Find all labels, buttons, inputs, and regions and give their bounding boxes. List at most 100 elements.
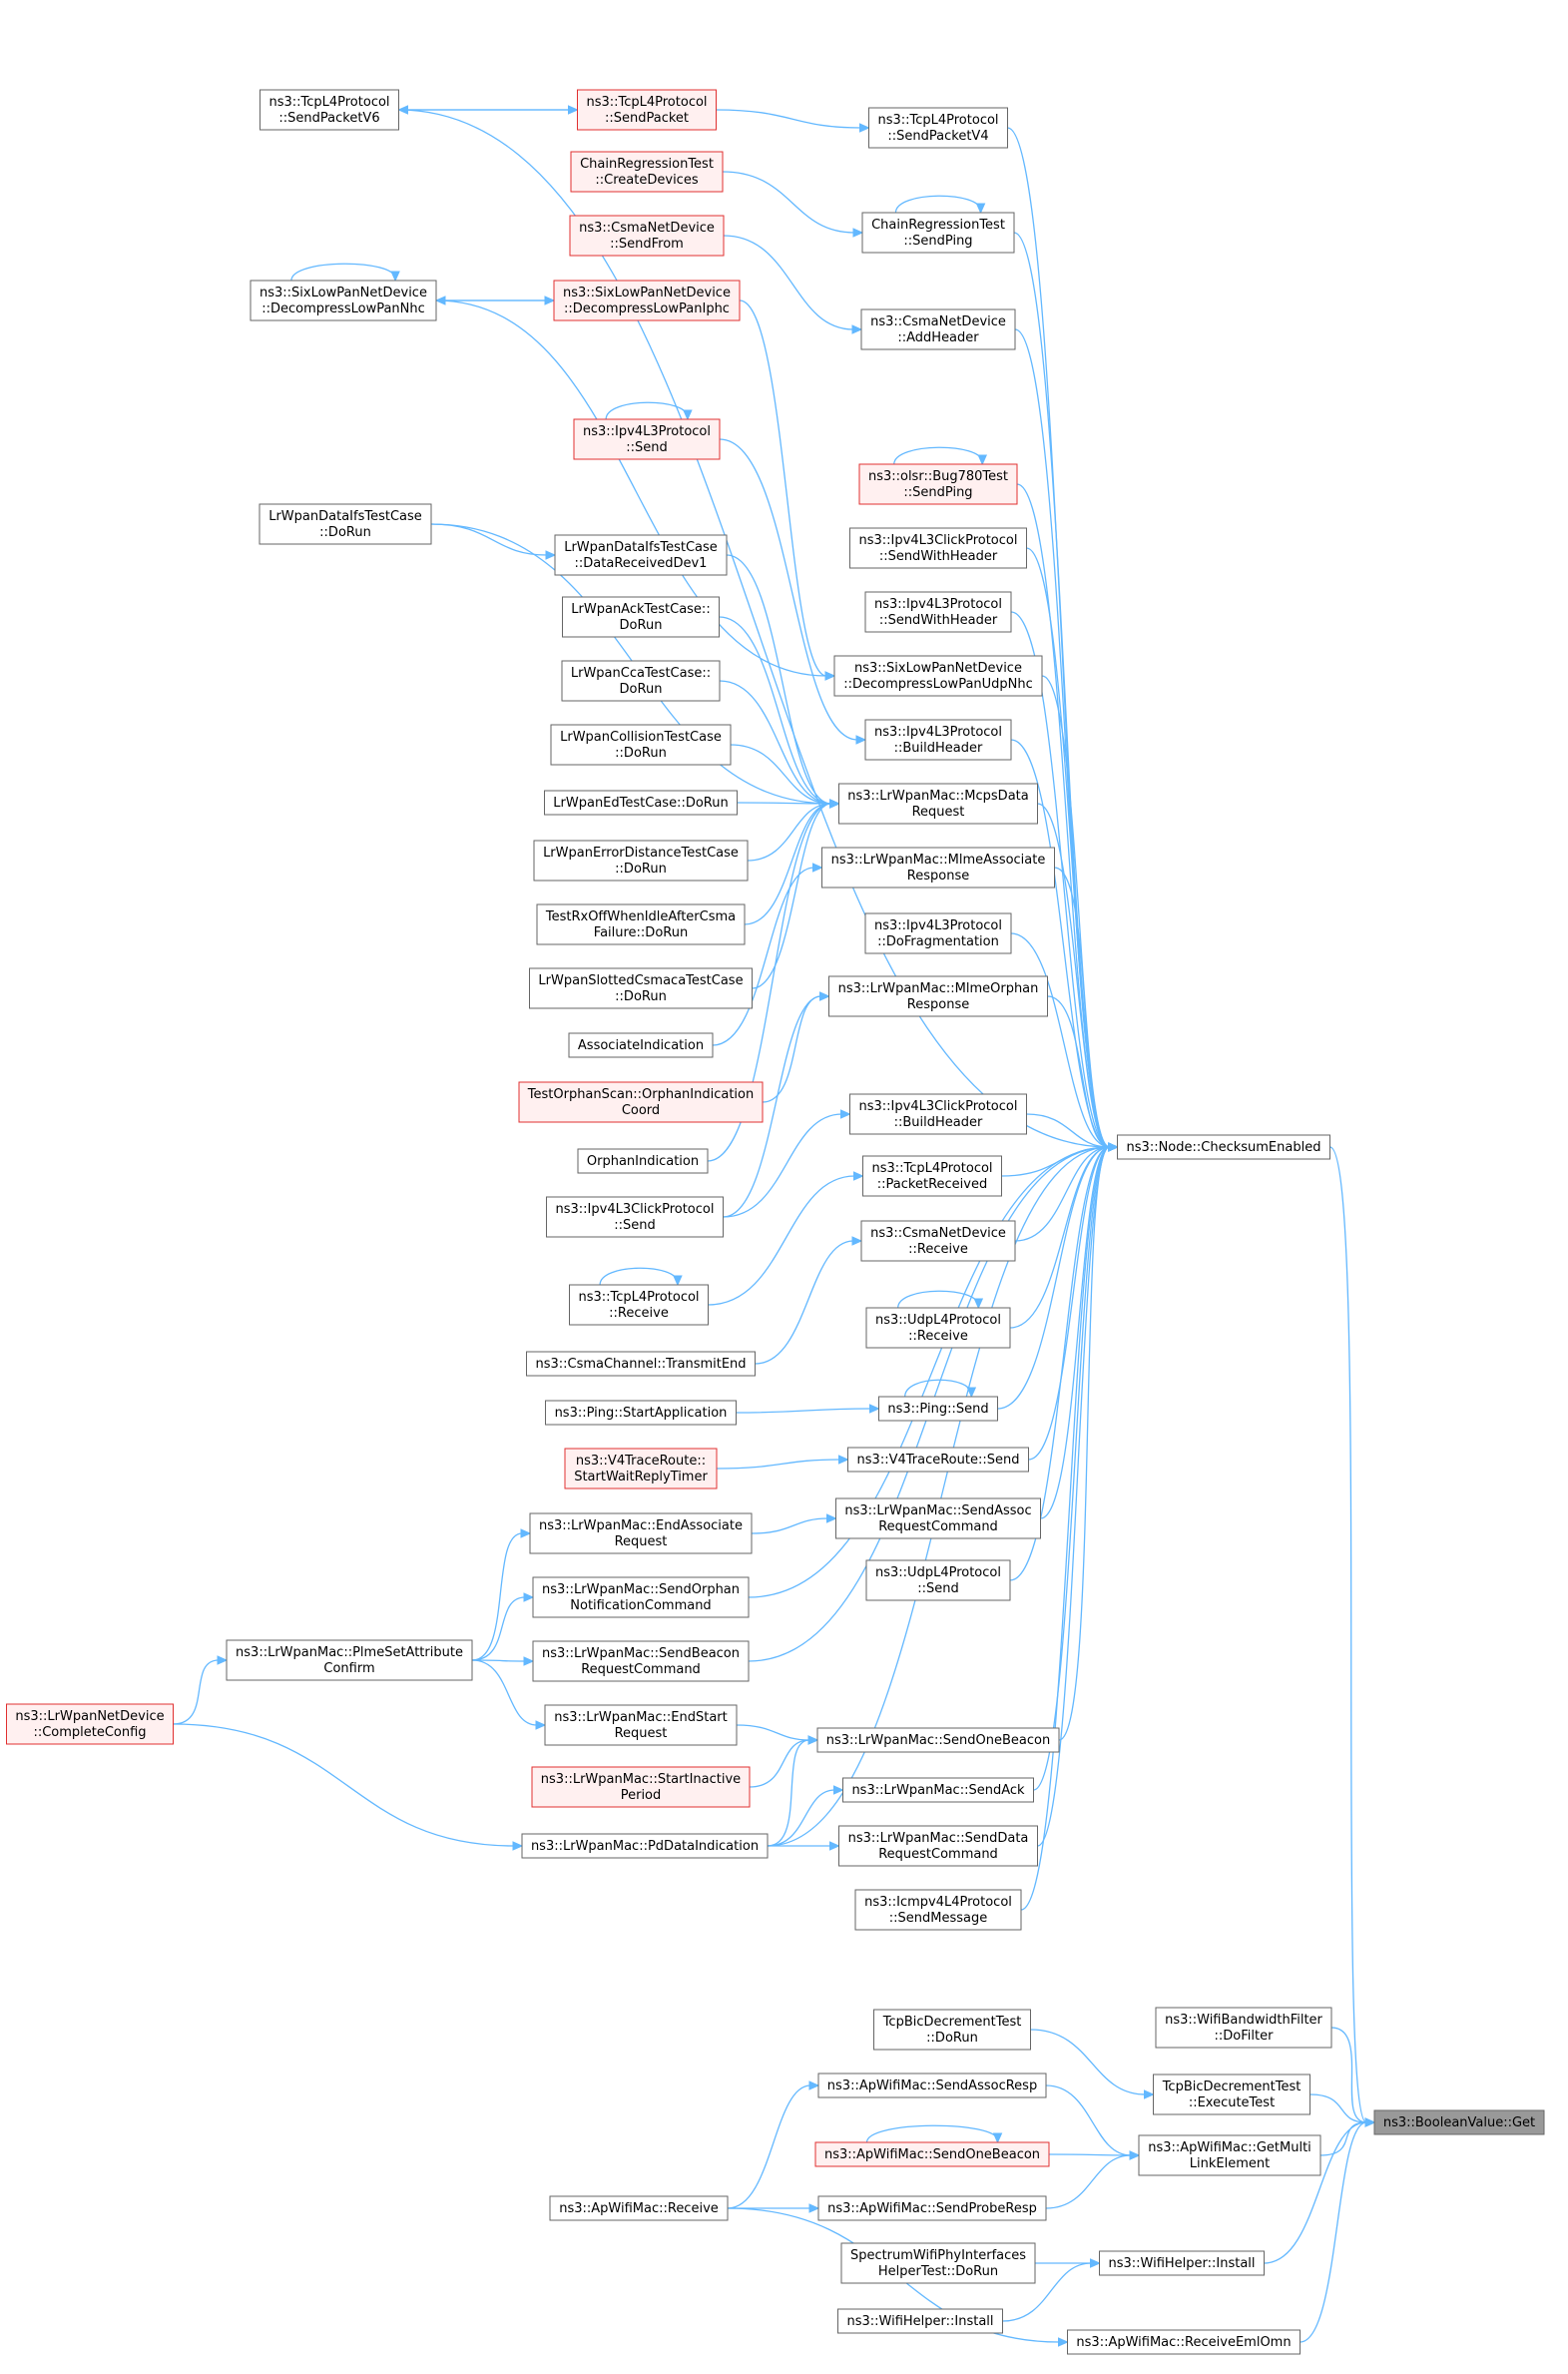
node-ckswh[interactable]: ns3::Ipv4L3ClickProtocol::SendWithHeader xyxy=(849,527,1027,569)
node-csf[interactable]: ns3::CsmaNetDevice::SendFrom xyxy=(569,215,725,257)
node-box xyxy=(838,783,1038,825)
node-label: ns3::V4TraceRoute:: xyxy=(576,1454,706,1469)
node-v4s[interactable]: ns3::V4TraceRoute::Send xyxy=(847,1447,1029,1473)
node-tcprecv[interactable]: ns3::TcpL4Protocol::Receive xyxy=(569,1284,709,1326)
node-v4swr[interactable]: ns3::V4TraceRoute::StartWaitReplyTimer xyxy=(564,1448,718,1489)
node-label: ns3::V4TraceRoute::Send xyxy=(857,1453,1020,1468)
node-assocind[interactable]: AssociateIndication xyxy=(568,1032,714,1058)
node-label: ns3::Ipv4L3ClickProtocol xyxy=(556,1202,715,1217)
node-udprecv[interactable]: ns3::UdpL4Protocol::Receive xyxy=(865,1307,1011,1349)
node-crcd[interactable]: ChainRegressionTest::CreateDevices xyxy=(570,151,724,193)
node-slnhc[interactable]: ns3::SixLowPanNetDevice::DecompressLowPa… xyxy=(250,280,437,321)
node-label: RequestCommand xyxy=(878,1847,998,1862)
node-box xyxy=(259,503,432,545)
node-csrecv[interactable]: ns3::CsmaNetDevice::Receive xyxy=(860,1220,1016,1262)
node-label: ::SendFrom xyxy=(610,237,684,252)
node-cksend[interactable]: ns3::Ipv4L3ClickProtocol::Send xyxy=(546,1196,724,1238)
node-spec[interactable]: SpectrumWifiPhyInterfacesHelperTest::DoR… xyxy=(840,2242,1036,2284)
edge-arrowhead xyxy=(992,2132,1003,2144)
node-apsob[interactable]: ns3::ApWifiMac::SendOneBeacon xyxy=(814,2141,1050,2167)
edge-arrowhead xyxy=(808,2203,820,2213)
node-tbdo[interactable]: TcpBicDecrementTest::DoRun xyxy=(873,2009,1031,2051)
node-lwcc[interactable]: ns3::LrWpanNetDevice::CompleteConfig xyxy=(6,1703,174,1745)
node-aprec[interactable]: ns3::ApWifiMac::Receive xyxy=(549,2195,729,2221)
node-box xyxy=(550,724,732,766)
node-ipfrag[interactable]: ns3::Ipv4L3Protocol::DoFragmentation xyxy=(864,912,1012,954)
node-icmp[interactable]: ns3::Icmpv4L4Protocol::SendMessage xyxy=(854,1889,1022,1931)
node-tcppr[interactable]: ns3::TcpL4Protocol::PacketReceived xyxy=(862,1155,1002,1197)
node-pings[interactable]: ns3::Ping::Send xyxy=(878,1396,998,1422)
node-label: LrWpanCollisionTestCase xyxy=(560,730,722,745)
node-sar[interactable]: ns3::ApWifiMac::SendAssocResp xyxy=(817,2073,1047,2098)
node-lwdtr[interactable]: LrWpanDataIfsTestCase::DoRun xyxy=(259,503,432,545)
node-lwcca[interactable]: LrWpanCcaTestCase::DoRun xyxy=(561,660,721,702)
edge xyxy=(1045,2150,1141,2209)
node-lwsob[interactable]: ns3::LrWpanMac::SendOneBeacon xyxy=(816,1727,1060,1753)
node-lwerr[interactable]: LrWpanErrorDistanceTestCase::DoRun xyxy=(533,840,749,882)
node-bwf[interactable]: ns3::WifiBandwidthFilter::DoFilter xyxy=(1155,2007,1332,2049)
node-label: ns3::WifiHelper::Install xyxy=(1108,2256,1255,2271)
edge xyxy=(893,446,988,466)
node-whi2[interactable]: ns3::WifiHelper::Install xyxy=(837,2308,1003,2334)
node-pingsa[interactable]: ns3::Ping::StartApplication xyxy=(545,1400,737,1426)
node-tcpv6[interactable]: ns3::TcpL4Protocol::SendPacketV6 xyxy=(260,89,399,131)
node-sonc[interactable]: ns3::LrWpanMac::SendOrphanNotificationCo… xyxy=(532,1576,750,1618)
node-ipv4s[interactable]: ns3::Ipv4L3Protocol::Send xyxy=(573,418,721,460)
node-lwslot[interactable]: LrWpanSlottedCsmacaTestCase::DoRun xyxy=(529,967,753,1009)
node-ckbh[interactable]: ns3::Ipv4L3ClickProtocol::BuildHeader xyxy=(849,1093,1027,1135)
node-sliphc[interactable]: ns3::SixLowPanNetDevice::DecompressLowPa… xyxy=(553,280,741,321)
node-label: ns3::LrWpanNetDevice xyxy=(15,1709,164,1724)
node-get[interactable]: ns3::BooleanValue::Get xyxy=(1373,2109,1545,2135)
node-cct[interactable]: ns3::CsmaChannel::TransmitEnd xyxy=(526,1351,756,1377)
node-lwdrd[interactable]: LrWpanDataIfsTestCase::DataReceivedDev1 xyxy=(554,534,728,576)
node-box xyxy=(860,308,1016,350)
edge-arrowhead xyxy=(512,1841,524,1851)
node-crsp[interactable]: ChainRegressionTest::SendPing xyxy=(861,212,1015,254)
node-lwed[interactable]: LrWpanEdTestCase::DoRun xyxy=(544,790,738,816)
node-box xyxy=(868,107,1008,149)
node-csah[interactable]: ns3::CsmaNetDevice::AddHeader xyxy=(860,308,1016,350)
node-box xyxy=(1155,2007,1332,2049)
node-tcpv4[interactable]: ns3::TcpL4Protocol::SendPacketV4 xyxy=(868,107,1008,149)
node-ipbh[interactable]: ns3::Ipv4L3Protocol::BuildHeader xyxy=(864,719,1012,761)
node-tbex[interactable]: TcpBicDecrementTest::ExecuteTest xyxy=(1153,2074,1310,2115)
node-ipswh[interactable]: ns3::Ipv4L3Protocol::SendWithHeader xyxy=(864,591,1012,633)
node-label: ns3::BooleanValue::Get xyxy=(1383,2115,1535,2130)
node-tcpsp[interactable]: ns3::TcpL4Protocol::SendPacket xyxy=(577,89,717,131)
node-slupd[interactable]: ns3::SixLowPanNetDevice::DecompressLowPa… xyxy=(833,655,1043,697)
node-label: SpectrumWifiPhyInterfaces xyxy=(850,2248,1026,2263)
node-cse[interactable]: ns3::Node::ChecksumEnabled xyxy=(1117,1134,1330,1160)
node-lwack[interactable]: LrWpanAckTestCase::DoRun xyxy=(562,596,720,638)
node-udps[interactable]: ns3::UdpL4Protocol::Send xyxy=(865,1559,1011,1601)
node-label: ns3::LrWpanMac::MlmeAssociate xyxy=(831,853,1046,868)
node-label: ::SendPing xyxy=(903,485,972,500)
node-pdi[interactable]: ns3::LrWpanMac::PdDataIndication xyxy=(521,1833,769,1859)
node-spr[interactable]: ns3::ApWifiMac::SendProbeResp xyxy=(817,2195,1047,2221)
edge xyxy=(398,105,579,115)
node-lwcol[interactable]: LrWpanCollisionTestCase::DoRun xyxy=(550,724,732,766)
node-label: ns3::SixLowPanNetDevice xyxy=(260,286,427,300)
node-box xyxy=(577,1148,709,1174)
node-orphind[interactable]: OrphanIndication xyxy=(577,1148,709,1174)
node-box xyxy=(526,1351,756,1377)
node-label: ns3::Ipv4L3ClickProtocol xyxy=(859,533,1018,548)
node-reo[interactable]: ns3::ApWifiMac::ReceiveEmlOmn xyxy=(1067,2329,1301,2355)
node-whi1[interactable]: ns3::WifiHelper::Install xyxy=(1099,2250,1265,2276)
node-olsr[interactable]: ns3::olsr::Bug780Test::SendPing xyxy=(858,463,1018,505)
node-sack[interactable]: ns3::LrWpanMac::SendAck xyxy=(842,1777,1034,1803)
edge xyxy=(865,2124,1003,2144)
node-box xyxy=(854,1889,1022,1931)
